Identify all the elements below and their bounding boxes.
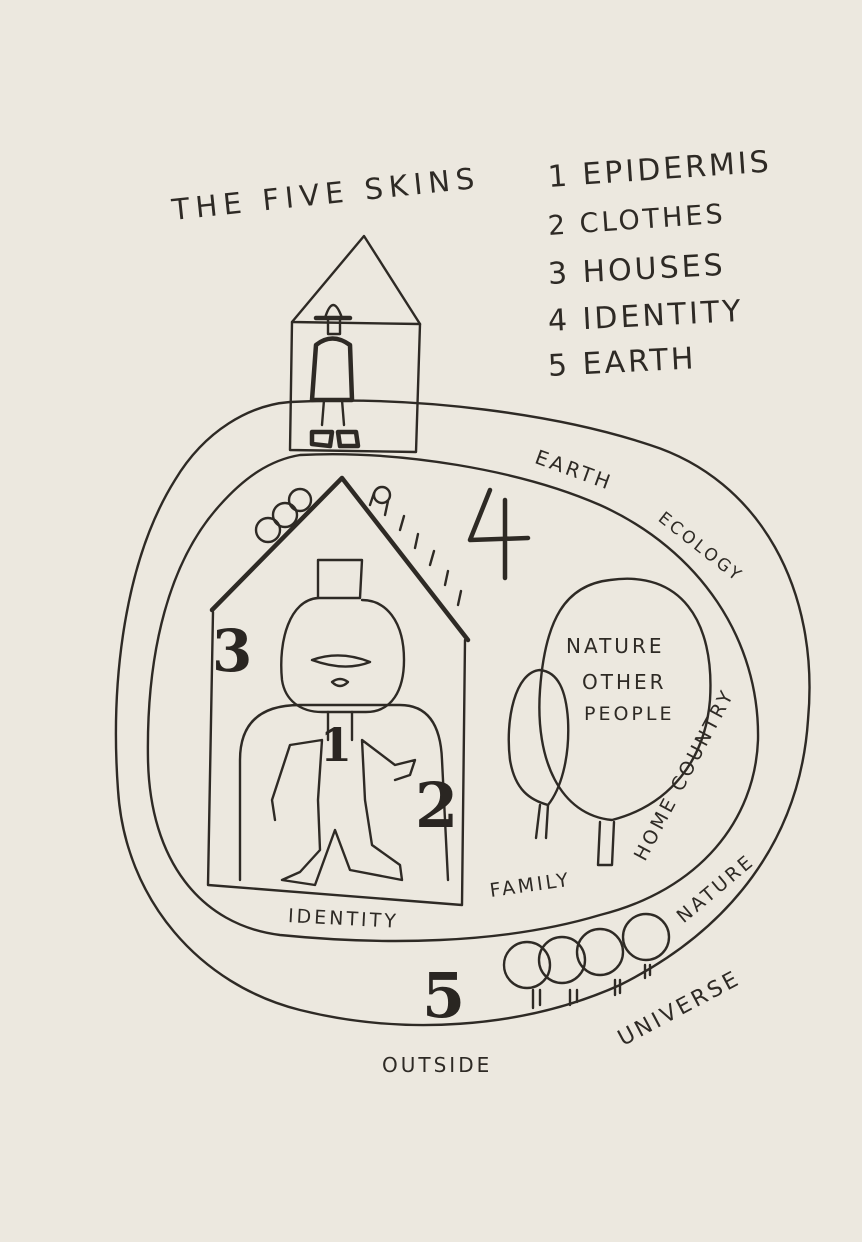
- trees-icon: [507, 577, 712, 867]
- skin-number-1: 1: [320, 718, 353, 772]
- skin-number-3: 3: [212, 617, 253, 685]
- legend-number: 3: [547, 255, 571, 292]
- legend-number: 4: [547, 302, 571, 339]
- label-nature-other-people-1: NATURE: [566, 634, 665, 658]
- label-nature-other-people-2: OTHER: [582, 670, 667, 694]
- tree-row-icon: [502, 912, 671, 1010]
- label-nature-other-people-3: PEOPLE: [584, 703, 675, 725]
- legend-number: 1: [546, 158, 572, 195]
- legend-label: HOUSES: [581, 247, 727, 291]
- house-icon: [206, 475, 471, 907]
- skin-number-5: 5: [422, 959, 466, 1032]
- legend-number: 2: [546, 209, 570, 242]
- skin-number-2: 2: [415, 769, 459, 842]
- legend-label: EARTH: [581, 341, 698, 383]
- identity-boundary: [146, 453, 760, 943]
- number-4-glyph: [467, 487, 531, 581]
- legend-item-earth: 5 EARTH: [547, 341, 698, 384]
- person-figure-icon: [270, 558, 417, 887]
- small-house-icon: [288, 234, 422, 454]
- outer-earth-boundary: [114, 399, 811, 1027]
- label-outside: OUTSIDE: [382, 1053, 493, 1077]
- legend-number: 5: [547, 347, 571, 384]
- legend-item-houses: 3 HOUSES: [547, 247, 727, 292]
